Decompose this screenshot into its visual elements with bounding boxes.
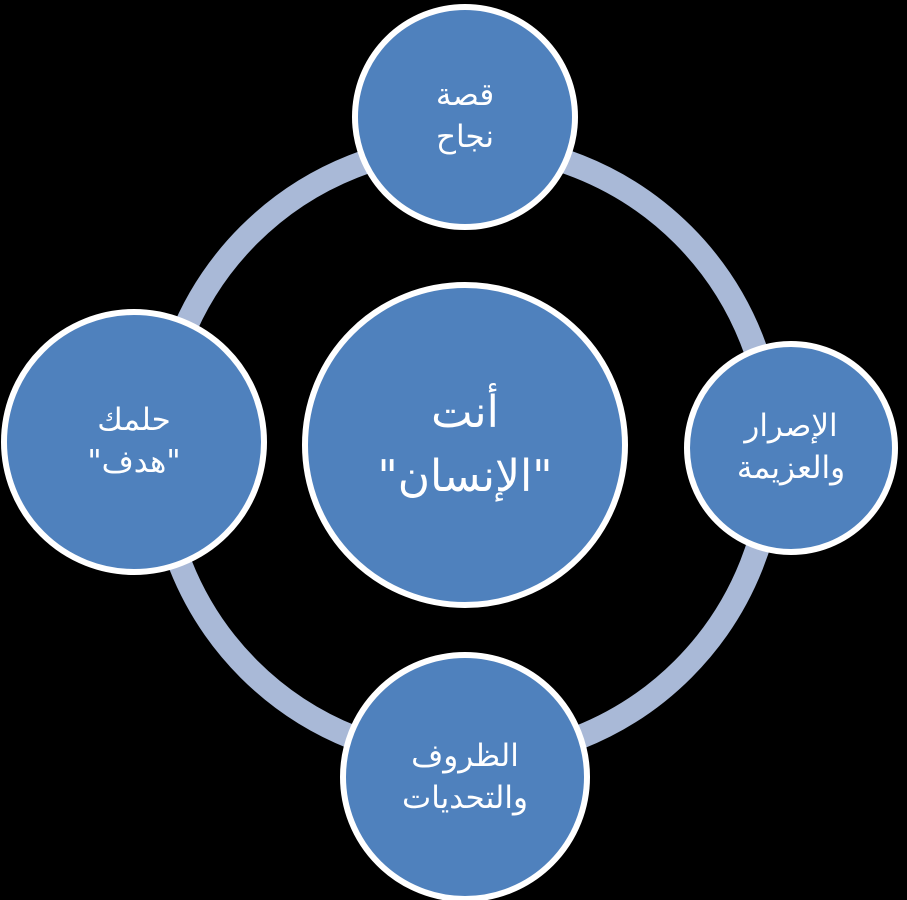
center-label: أنت "الإنسان" [325,355,605,535]
node-label-success-story: قصة نجاح [365,57,565,177]
node-label-line: "هدف" [87,444,181,480]
node-circumstances [340,652,590,900]
center-node-you [302,282,628,608]
node-determination [684,341,898,555]
node-label-line: الإصرار [744,408,838,445]
node-label-line: والعزيمة [736,450,846,486]
node-label-line: نجاح [435,119,495,155]
node-success-story [352,4,578,230]
node-label-line: حلمك [97,402,171,439]
node-label-dream: حلمك "هدف" [24,380,244,504]
node-label-determination: الإصرار والعزيمة [696,388,886,508]
center-label-line: أنت [431,387,499,439]
node-dream [1,309,267,575]
center-label-line: "الإنسان" [377,451,553,502]
node-label-line: قصة [435,77,495,114]
node-label-line: الظروف [411,738,519,775]
node-label-line: والتحديات [402,780,528,816]
node-label-circumstances: الظروف والتحديات [355,713,575,843]
